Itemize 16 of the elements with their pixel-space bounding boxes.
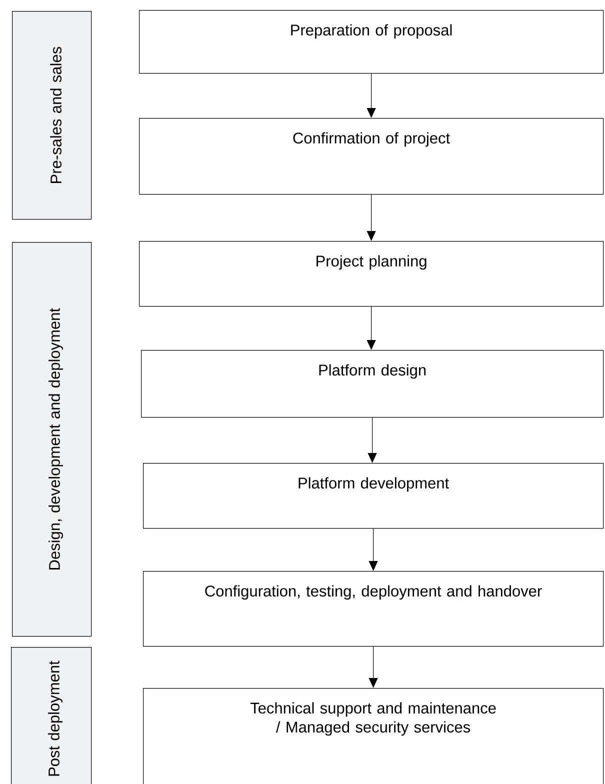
- process-box: Preparation of proposal: [139, 10, 604, 74]
- arrow: [366, 306, 376, 350]
- process-box: Confirmation of project: [139, 118, 604, 195]
- arrow: [368, 646, 378, 688]
- process-box: Configuration, testing, deployment and handover: [143, 571, 604, 647]
- arrow: [366, 73, 376, 118]
- process-box: Platform design: [141, 350, 604, 418]
- process-box: Technical support and maintenance / Managed security services: [143, 688, 604, 784]
- arrow: [366, 194, 376, 241]
- process-box: Platform development: [143, 463, 604, 529]
- arrow: [368, 417, 377, 463]
- phase-band: Design, development and deployment: [12, 242, 92, 637]
- process-box: Project planning: [139, 241, 604, 307]
- phase-band: Pre-sales and sales: [12, 11, 92, 220]
- phase-band: Post deployment: [11, 647, 92, 784]
- arrow: [368, 528, 378, 571]
